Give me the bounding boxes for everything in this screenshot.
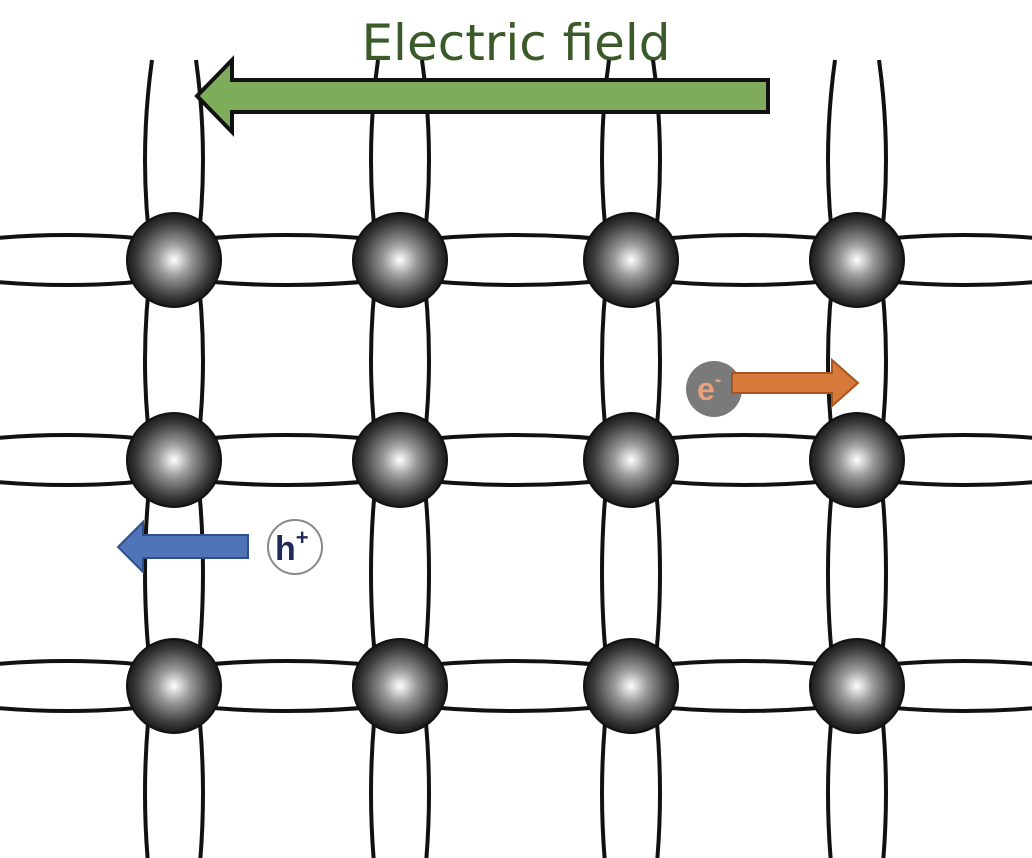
electron-carrier: e- [686,357,860,417]
lattice-atom [583,412,679,508]
atom-layer [126,212,905,734]
lattice-atom [583,212,679,308]
hole-arrow [116,519,249,575]
hole-circle [267,519,323,575]
electric-field-arrow [194,55,770,137]
electron-arrow [731,357,860,409]
lattice-atom [809,212,905,308]
lattice-atom [809,412,905,508]
lattice-atom [809,638,905,734]
lattice-atom [352,212,448,308]
lattice-atom [583,638,679,734]
lattice-atom [126,638,222,734]
electron-circle [686,361,742,417]
lattice-atom [352,412,448,508]
hole-carrier: h+ [116,519,323,575]
hole-symbol: h+ [275,525,309,568]
electric-field-title: Electric field [361,14,671,72]
lattice-atom [352,638,448,734]
lattice-atom [126,412,222,508]
lattice-atom [126,212,222,308]
electron-symbol: e- [697,369,721,407]
